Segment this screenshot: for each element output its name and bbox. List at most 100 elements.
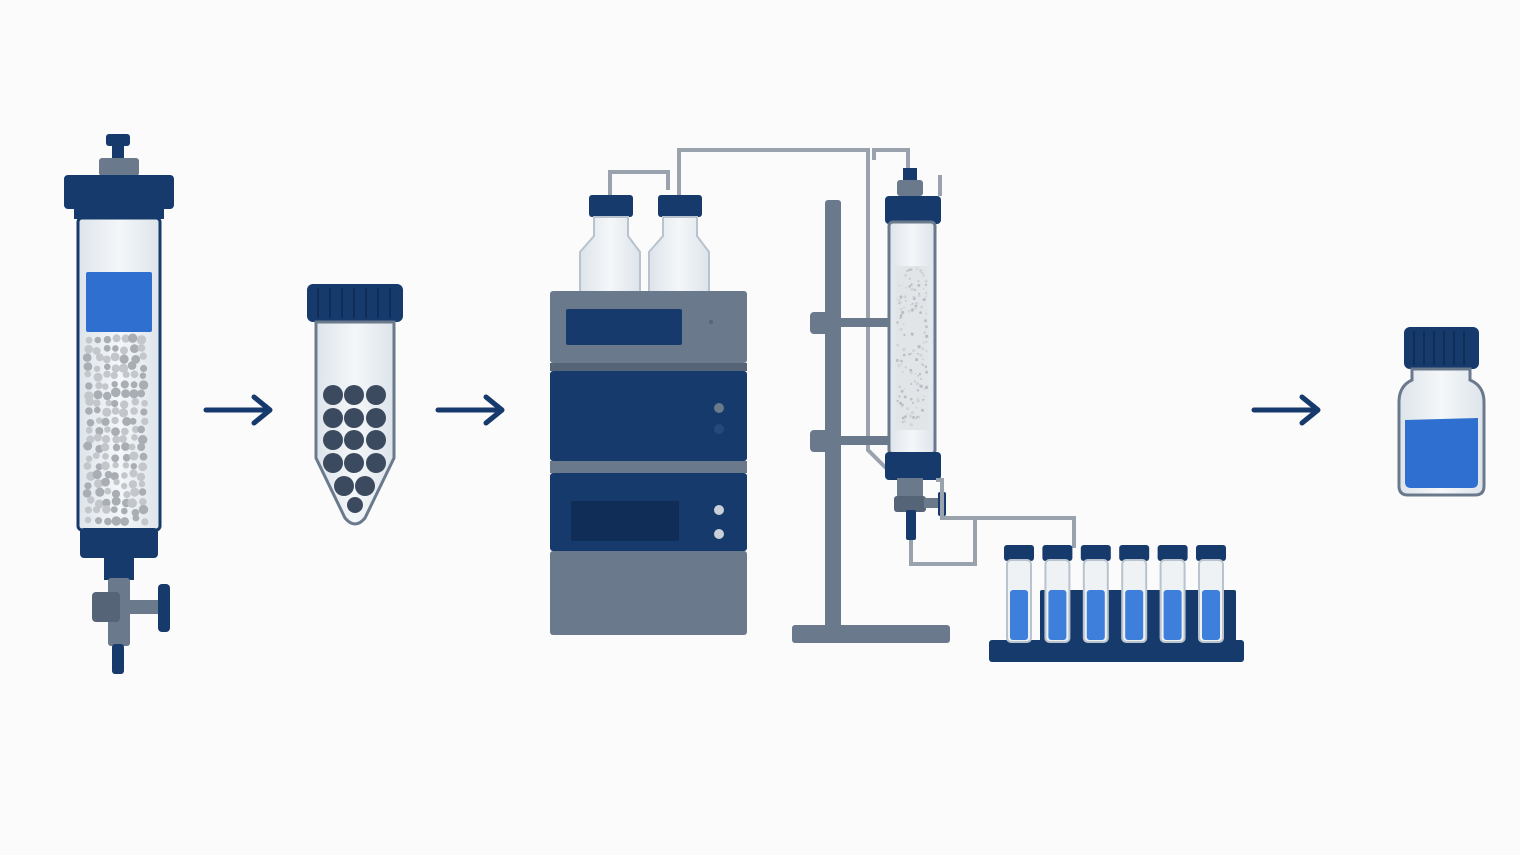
packing-bead [130,487,140,497]
hplc-base-module [550,551,747,635]
packing-bead [139,498,147,506]
silica-grain [919,269,923,272]
packing-bead [122,417,132,426]
silica-grain [915,406,918,409]
dark-bead [334,476,354,496]
packing-bead [132,425,140,433]
hplc-pump-button-1 [714,403,724,413]
dark-bead [347,497,363,513]
packing-bead [95,463,103,471]
packing-bead [138,380,149,390]
packing-bead [93,372,103,382]
silica-grain [902,323,905,325]
fraction-tubes [1004,545,1226,643]
packing-bead [140,364,148,373]
vial-liquid [1405,418,1478,488]
silica-grain [915,358,919,362]
packing-bead [85,455,93,463]
packing-bead [119,354,129,364]
fraction-tube [1042,545,1073,643]
packing-bead [112,334,121,343]
silica-grain [915,417,918,420]
hplc-detector-display [571,501,679,541]
prep-column-icon [885,168,1076,566]
vial-cap-ridges [1413,331,1465,365]
silica-grain [903,273,907,277]
column-packing-beads [82,333,149,526]
silica-grain [906,407,909,411]
silica-grain [910,332,913,335]
packing-bead [127,361,137,370]
silica-grain [900,359,903,363]
silica-grain [895,358,899,362]
packing-bead [131,434,138,441]
silica-grain [908,285,911,288]
packing-bead [84,506,92,514]
fraction-tube [1157,545,1188,643]
silica-grain [914,302,919,306]
packing-bead [101,461,110,471]
packing-bead [121,442,130,451]
silica-grain [910,268,913,271]
packing-bead [120,346,128,355]
silica-grain [920,305,924,309]
packing-bead [137,443,146,451]
silica-grain [900,405,903,408]
silica-grain [912,415,916,419]
packing-bead [95,517,102,525]
packing-bead [104,426,111,433]
fraction-collector-icon [989,545,1244,662]
packing-bead [111,400,119,408]
hplc-pump-button-2 [714,424,724,434]
packing-bead [92,469,102,480]
packing-bead [110,472,119,481]
silica-grain [922,364,925,367]
packing-bead [95,427,104,435]
packing-bead [95,417,103,424]
silica-grain [922,398,925,401]
dark-bead [323,430,343,450]
packing-bead [86,419,95,427]
packing-bead [120,400,129,409]
packing-bead [128,333,138,343]
packing-bead [120,427,129,436]
silica-grain [898,395,901,398]
packing-bead [111,387,121,398]
packing-bead [138,480,146,488]
stand-clamp-2 [810,430,836,452]
packing-bead [84,482,92,490]
packing-bead [137,344,146,352]
silica-grain [916,399,920,403]
packing-bead [83,441,93,451]
dark-bead [323,453,343,473]
packing-bead [100,443,110,452]
silica-grain [899,295,903,299]
column-top-stem [112,146,124,160]
packing-bead [111,427,120,437]
packing-bead [105,399,113,407]
packing-bead [138,462,148,472]
silica-grain [924,279,928,283]
packing-bead [129,469,138,478]
silica-grain [925,370,928,374]
packing-bead [101,435,111,444]
silica-grain [905,413,908,416]
column-top-cap [64,175,174,209]
packing-bead [139,452,148,461]
silica-grain [921,363,923,365]
packing-bead [110,506,118,513]
packing-bead [95,487,105,497]
packing-bead [103,344,111,352]
packing-bead [103,335,112,344]
packing-bead [103,370,111,378]
packing-bead [111,454,120,463]
dark-bead [366,430,386,450]
silica-grain [910,308,915,312]
silica-grain [902,306,906,309]
solvent-bottle-1 [579,195,641,293]
solvent-bottle-2 [648,195,710,293]
silica-grain [901,310,905,315]
packing-bead [110,371,118,379]
silica-grain [917,374,920,377]
silica-grain [901,421,904,424]
